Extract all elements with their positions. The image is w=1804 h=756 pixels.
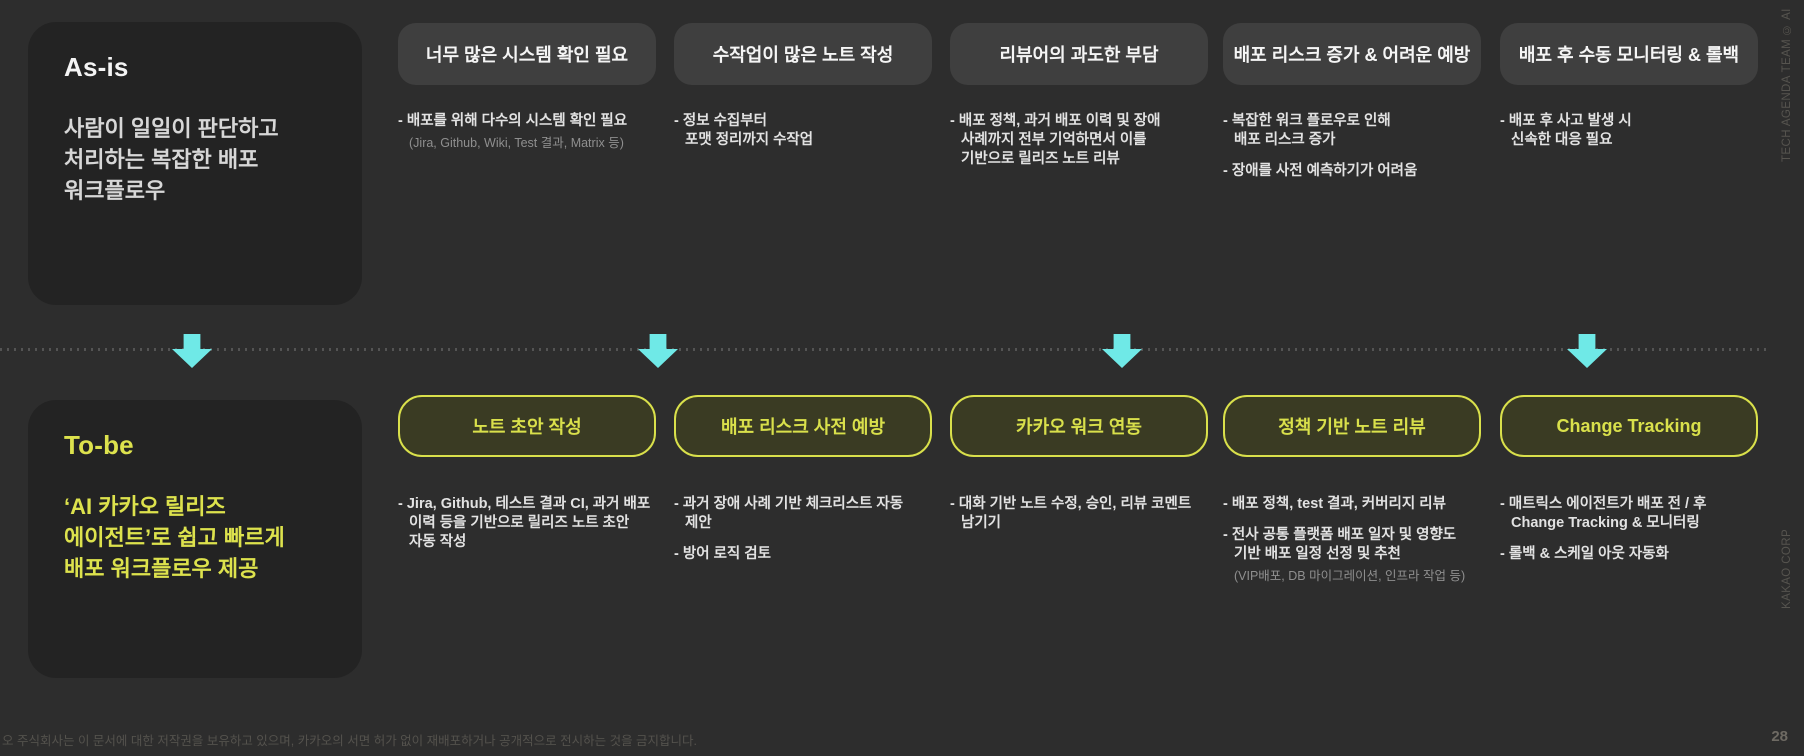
- solution-item: - 배포 정책, test 결과, 커버리지 리뷰: [1223, 496, 1446, 512]
- side-label-team: TECH AGENDA TEAM © AI: [1781, 8, 1793, 162]
- problem-header-pill: 배포 후 수동 모니터링 & 롤백: [1500, 23, 1758, 85]
- problem-header-label: 배포 후 수동 모니터링 & 롤백: [1518, 45, 1740, 65]
- as-is-card: As-is 사람이 일일이 판단하고 처리하는 복잡한 배포 워크플로우: [28, 22, 362, 305]
- problem-column-1: 너무 많은 시스템 확인 필요 - 배포를 위해 다수의 시스템 확인 필요 (…: [398, 23, 656, 164]
- solution-header-label: Change Tracking: [1556, 415, 1702, 436]
- solution-column-5: Change Tracking - 매트릭스 에이전트가 배포 전 / 후 Ch…: [1500, 395, 1758, 576]
- solution-header-box: 배포 리스크 사전 예방: [674, 395, 932, 457]
- problem-item: - 배포 후 사고 발생 시 신속한 대응 필요: [1500, 113, 1632, 148]
- solution-item: - 방어 로직 검토: [674, 546, 771, 562]
- solution-column-3: 카카오 워크 연동 - 대화 기반 노트 수정, 승인, 리뷰 코멘트 남기기: [950, 395, 1208, 545]
- to-be-description-rest: 로 쉽고 빠르게 배포 워크플로우 제공: [64, 525, 285, 581]
- solution-column-4: 정책 기반 노트 리뷰 - 배포 정책, test 결과, 커버리지 리뷰 - …: [1223, 395, 1481, 597]
- problem-header-pill: 너무 많은 시스템 확인 필요: [398, 23, 656, 85]
- down-arrow-icon: [172, 334, 212, 368]
- down-arrow-icon: [1102, 334, 1142, 368]
- problem-column-2: 수작업이 많은 노트 작성 - 정보 수집부터 포맷 정리까지 수작업: [674, 23, 932, 162]
- footer-copyright: 오 주식회사는 이 문서에 대한 저작권을 보유하고 있으며, 카카오의 서면 …: [2, 734, 698, 748]
- to-be-title: To-be: [64, 430, 134, 460]
- problem-header-pill: 배포 리스크 증가 & 어려운 예방: [1223, 23, 1481, 85]
- down-arrow-icon: [1567, 334, 1607, 368]
- solution-item: - Jira, Github, 테스트 결과 CI, 과거 배포 이력 등을 기…: [398, 496, 651, 550]
- problem-header-pill: 수작업이 많은 노트 작성: [674, 23, 932, 85]
- solution-body: - 매트릭스 에이전트가 배포 전 / 후 Change Tracking & …: [1500, 495, 1758, 564]
- problem-body: - 배포 정책, 과거 배포 이력 및 장애 사례까지 전부 기억하면서 이를 …: [950, 112, 1208, 169]
- solution-body: - 배포 정책, test 결과, 커버리지 리뷰 - 전사 공통 플랫폼 배포…: [1223, 495, 1481, 585]
- problem-item: - 복잡한 워크 플로우로 인해 배포 리스크 증가: [1223, 113, 1391, 148]
- solution-column-2: 배포 리스크 사전 예방 - 과거 장애 사례 기반 체크리스트 자동 제안 -…: [674, 395, 932, 576]
- solution-header-label: 배포 리스크 사전 예방: [720, 417, 886, 437]
- solution-item-subtext: (VIP배포, DB 마이그레이션, 인프라 작업 등): [1234, 569, 1466, 583]
- problem-item: - 배포를 위해 다수의 시스템 확인 필요: [398, 113, 628, 129]
- problem-item: - 정보 수집부터 포맷 정리까지 수작업: [674, 113, 814, 148]
- problem-header-label: 리뷰어의 과도한 부담: [999, 45, 1159, 65]
- solution-header-box: 노트 초안 작성: [398, 395, 656, 457]
- solution-header-box: 정책 기반 노트 리뷰: [1223, 395, 1481, 457]
- problem-body: - 복잡한 워크 플로우로 인해 배포 리스크 증가 - 장애를 사전 예측하기…: [1223, 112, 1481, 181]
- problem-body: - 배포 후 사고 발생 시 신속한 대응 필요: [1500, 112, 1758, 150]
- solution-item: - 전사 공통 플랫폼 배포 일자 및 영향도 기반 배포 일정 선정 및 추천: [1223, 527, 1457, 562]
- to-be-description: ‘AI 카카오 릴리즈 에이전트’로 쉽고 빠르게 배포 워크플로우 제공: [64, 491, 326, 584]
- solution-item: - 대화 기반 노트 수정, 승인, 리뷰 코멘트 남기기: [950, 496, 1192, 531]
- solution-item: - 과거 장애 사례 기반 체크리스트 자동 제안: [674, 496, 904, 531]
- side-label-corp: KAKAO CORP: [1781, 528, 1793, 609]
- problem-header-label: 너무 많은 시스템 확인 필요: [425, 45, 629, 65]
- to-be-description-emphasis: ‘AI 카카오 릴리즈 에이전트’: [64, 494, 226, 550]
- to-be-card: To-be ‘AI 카카오 릴리즈 에이전트’로 쉽고 빠르게 배포 워크플로우…: [28, 400, 362, 678]
- problem-item: - 장애를 사전 예측하기가 어려움: [1223, 163, 1418, 179]
- problem-column-5: 배포 후 수동 모니터링 & 롤백 - 배포 후 사고 발생 시 신속한 대응 …: [1500, 23, 1758, 162]
- problem-item: - 배포 정책, 과거 배포 이력 및 장애 사례까지 전부 기억하면서 이를 …: [950, 113, 1161, 167]
- solution-item: - 매트릭스 에이전트가 배포 전 / 후 Change Tracking & …: [1500, 496, 1707, 531]
- as-is-description: 사람이 일일이 판단하고 처리하는 복잡한 배포 워크플로우: [64, 116, 279, 203]
- dotted-divider: [0, 348, 1766, 351]
- solution-body: - 대화 기반 노트 수정, 승인, 리뷰 코멘트 남기기: [950, 495, 1208, 533]
- problem-header-label: 수작업이 많은 노트 작성: [712, 45, 894, 65]
- page-number: 28: [1771, 728, 1788, 745]
- problem-header-label: 배포 리스크 증가 & 어려운 예방: [1233, 45, 1471, 65]
- problem-body: - 배포를 위해 다수의 시스템 확인 필요 (Jira, Github, Wi…: [398, 112, 656, 152]
- solution-column-1: 노트 초안 작성 - Jira, Github, 테스트 결과 CI, 과거 배…: [398, 395, 656, 564]
- problem-item-subtext: (Jira, Github, Wiki, Test 결과, Matrix 등): [409, 136, 624, 150]
- solution-body: - 과거 장애 사례 기반 체크리스트 자동 제안 - 방어 로직 검토: [674, 495, 932, 564]
- solution-header-box: Change Tracking: [1500, 395, 1758, 457]
- solution-header-label: 카카오 워크 연동: [1016, 417, 1142, 437]
- as-is-title: As-is: [64, 52, 129, 82]
- solution-item: - 롤백 & 스케일 아웃 자동화: [1500, 546, 1669, 562]
- solution-header-label: 노트 초안 작성: [472, 417, 582, 437]
- problem-column-3: 리뷰어의 과도한 부담 - 배포 정책, 과거 배포 이력 및 장애 사례까지 …: [950, 23, 1208, 181]
- solution-header-box: 카카오 워크 연동: [950, 395, 1208, 457]
- problem-column-4: 배포 리스크 증가 & 어려운 예방 - 복잡한 워크 플로우로 인해 배포 리…: [1223, 23, 1481, 193]
- solution-body: - Jira, Github, 테스트 결과 CI, 과거 배포 이력 등을 기…: [398, 495, 656, 552]
- solution-header-label: 정책 기반 노트 리뷰: [1278, 417, 1426, 437]
- problem-body: - 정보 수집부터 포맷 정리까지 수작업: [674, 112, 932, 150]
- problem-header-pill: 리뷰어의 과도한 부담: [950, 23, 1208, 85]
- down-arrow-icon: [638, 334, 678, 368]
